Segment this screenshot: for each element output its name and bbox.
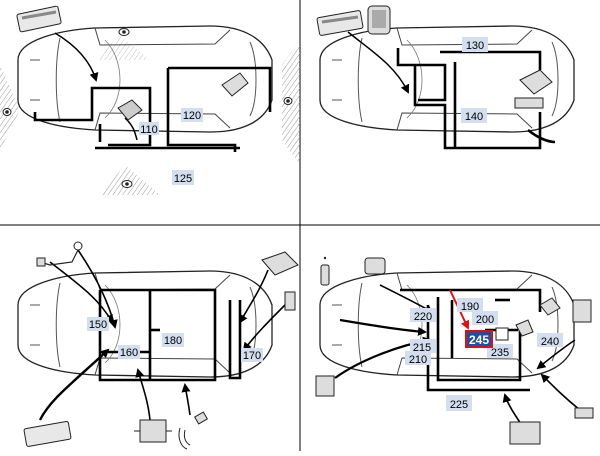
panel-bottom-left: 150 160 170 180 (17, 241, 299, 450)
label-160: 160 (120, 347, 138, 359)
relay-icon (364, 257, 386, 275)
relay-icon (134, 419, 172, 443)
seat-module-icon (514, 69, 553, 109)
seat-module-icon (261, 251, 299, 311)
control-unit-icon (316, 10, 364, 36)
label-245-highlighted: 245 (469, 333, 489, 347)
label-215: 215 (413, 342, 431, 354)
control-unit-icon (23, 420, 72, 447)
panel-top-left: 110 120 125 (0, 5, 300, 195)
satellite-icon (178, 411, 209, 450)
remote-key-icon (320, 256, 330, 286)
label-125: 125 (174, 173, 192, 185)
fuse-box-icon (315, 299, 594, 445)
label-120: 120 (183, 110, 201, 122)
antenna-icon (36, 241, 83, 267)
label-225: 225 (450, 399, 468, 411)
label-235: 235 (491, 347, 509, 359)
steering-module-icon (367, 5, 391, 35)
sensor-zone-left (0, 65, 20, 150)
label-170: 170 (243, 350, 261, 362)
car-outline-3 (17, 270, 273, 378)
label-180: 180 (164, 335, 182, 347)
label-190: 190 (461, 301, 479, 313)
panel-top-right: 130 140 (316, 5, 575, 150)
label-200: 200 (476, 314, 494, 326)
sensor-zone-bottom (100, 165, 160, 195)
highlight-box (465, 330, 493, 348)
label-240: 240 (541, 336, 559, 348)
labels-top-left: 110 120 125 (139, 108, 203, 185)
label-110: 110 (140, 124, 158, 136)
seat-module-icon (117, 72, 249, 121)
label-220: 220 (414, 311, 432, 323)
sensor-zone-top (95, 35, 150, 60)
label-210: 210 (409, 354, 427, 366)
label-150: 150 (89, 319, 107, 331)
sensor-eye-icon (2, 28, 293, 188)
control-unit-icon (16, 5, 62, 33)
panel-bottom-right: 190 200 210 215 220 225 235 240 245 (315, 256, 594, 445)
label-130: 130 (466, 40, 484, 52)
label-140: 140 (465, 111, 483, 123)
seat-module-icon (495, 297, 561, 341)
